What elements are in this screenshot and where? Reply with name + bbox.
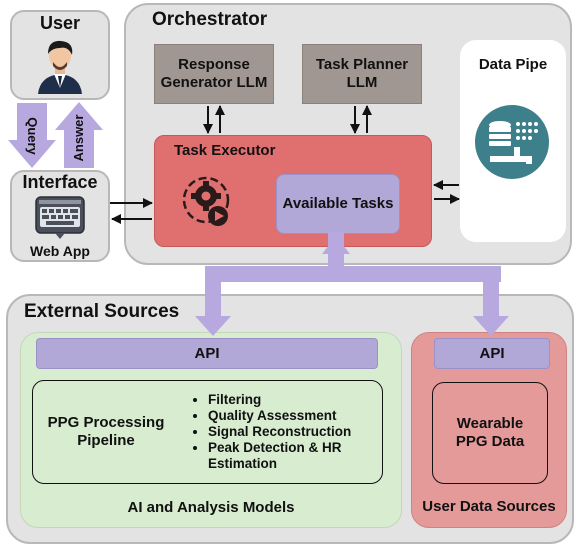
pipeline-step: Peak Detection & HR Estimation <box>208 440 386 472</box>
webapp-label: Web App <box>30 243 90 259</box>
pipeline-steps: Filtering Quality Assessment Signal Reco… <box>190 392 386 472</box>
person-avatar-icon <box>38 40 82 94</box>
user-data-footer: User Data Sources <box>422 498 556 515</box>
response-generator-box: Response Generator LLM <box>154 44 274 104</box>
query-arrow <box>8 103 56 168</box>
answer-arrow <box>55 102 103 168</box>
pipeline-box <box>32 380 383 484</box>
data-pipe-title: Data Pipe <box>478 56 548 73</box>
task-executor-title: Task Executor <box>174 142 276 159</box>
gear-play-icon <box>182 176 230 226</box>
pipeline-title: PPG Processing Pipeline <box>47 414 165 449</box>
browser-keyboard-icon <box>35 196 85 239</box>
task-planner-box: Task Planner LLM <box>302 44 422 104</box>
external-sources-title: External Sources <box>24 301 180 322</box>
pipeline-step: Signal Reconstruction <box>208 424 386 440</box>
user-title: User <box>39 13 81 33</box>
interface-title: Interface <box>22 172 98 192</box>
available-tasks-box: Available Tasks <box>276 174 400 234</box>
orchestrator-title: Orchestrator <box>152 9 268 30</box>
user-data-api-bar: API <box>434 338 550 369</box>
pipeline-step: Filtering <box>208 392 386 408</box>
wearable-data-box: Wearable PPG Data <box>432 382 548 484</box>
database-pipe-icon <box>475 105 549 179</box>
pipeline-step: Quality Assessment <box>208 408 386 424</box>
ai-models-footer: AI and Analysis Models <box>127 499 295 516</box>
ai-api-bar: API <box>36 338 378 369</box>
